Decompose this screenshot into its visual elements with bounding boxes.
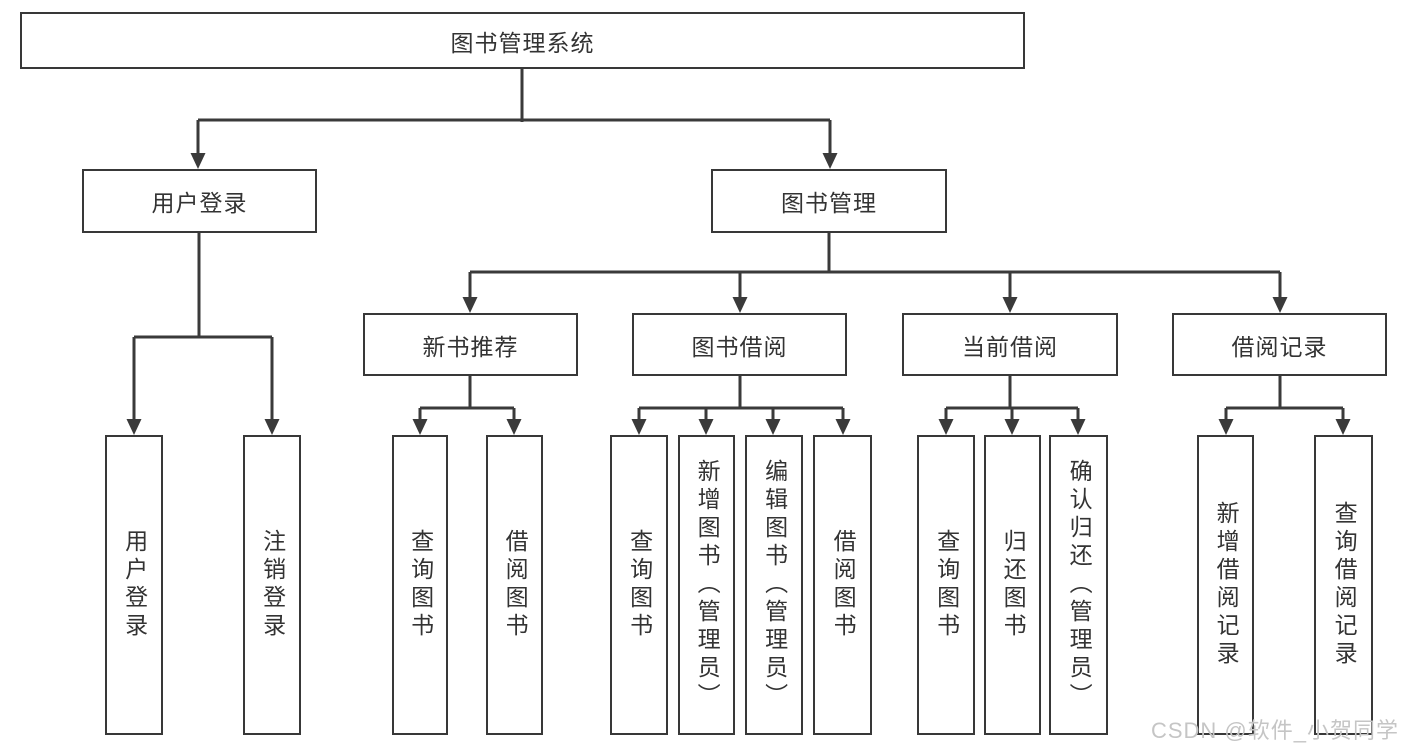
node-new-book-recommend: 新书推荐: [363, 313, 578, 376]
leaf-records-query: 查询借阅记录: [1314, 435, 1373, 735]
leaf-records-add-label: 新增借阅记录: [1213, 501, 1240, 669]
node-user-login-branch-label: 用户登录: [151, 190, 248, 216]
leaf-newbook-borrow: 借阅图书: [486, 435, 543, 735]
leaf-newbook-query: 查询图书: [392, 435, 448, 735]
leaf-user-login: 用户登录: [105, 435, 163, 735]
watermark: CSDN @软件_小贺同学: [1150, 718, 1399, 743]
node-borrow-records-label: 借阅记录: [1231, 333, 1328, 360]
leaf-logout-label: 注销登录: [259, 529, 286, 641]
leaf-current-query-label: 查询图书: [933, 529, 960, 641]
leaf-borrow-query: 查询图书: [610, 435, 668, 735]
leaf-borrow-edit-admin-label: 编辑图书（管理员）: [761, 459, 788, 711]
leaf-current-return: 归还图书: [984, 435, 1041, 735]
node-book-borrow: 图书借阅: [632, 313, 847, 376]
leaf-user-login-label: 用户登录: [121, 529, 148, 641]
leaf-borrow-borrow: 借阅图书: [813, 435, 872, 735]
leaf-newbook-query-label: 查询图书: [407, 529, 434, 641]
node-book-borrow-label: 图书借阅: [691, 333, 788, 360]
leaf-borrow-borrow-label: 借阅图书: [830, 529, 857, 641]
node-current-borrow-label: 当前借阅: [962, 333, 1058, 360]
node-library-system-label: 图书管理系统: [450, 29, 595, 56]
leaf-logout: 注销登录: [243, 435, 301, 735]
node-new-book-recommend-label: 新书推荐: [422, 333, 519, 360]
node-current-borrow: 当前借阅: [902, 313, 1118, 376]
node-book-management: 图书管理: [711, 169, 947, 233]
leaf-borrow-query-label: 查询图书: [626, 529, 653, 641]
node-library-system: 图书管理系统: [20, 12, 1025, 69]
leaf-borrow-add-admin-label: 新增图书（管理员）: [694, 459, 721, 711]
node-book-management-label: 图书管理: [781, 190, 877, 216]
leaf-records-query-label: 查询借阅记录: [1331, 501, 1358, 669]
node-borrow-records: 借阅记录: [1172, 313, 1387, 376]
leaf-borrow-add-admin: 新增图书（管理员）: [678, 435, 735, 735]
leaf-current-query: 查询图书: [917, 435, 975, 735]
leaf-current-confirm-admin-label: 确认归还（管理员）: [1066, 459, 1093, 711]
node-user-login-branch: 用户登录: [82, 169, 317, 233]
leaf-records-add: 新增借阅记录: [1197, 435, 1254, 735]
leaf-current-return-label: 归还图书: [1000, 529, 1027, 641]
leaf-borrow-edit-admin: 编辑图书（管理员）: [745, 435, 803, 735]
leaf-newbook-borrow-label: 借阅图书: [502, 529, 529, 641]
leaf-current-confirm-admin: 确认归还（管理员）: [1049, 435, 1108, 735]
